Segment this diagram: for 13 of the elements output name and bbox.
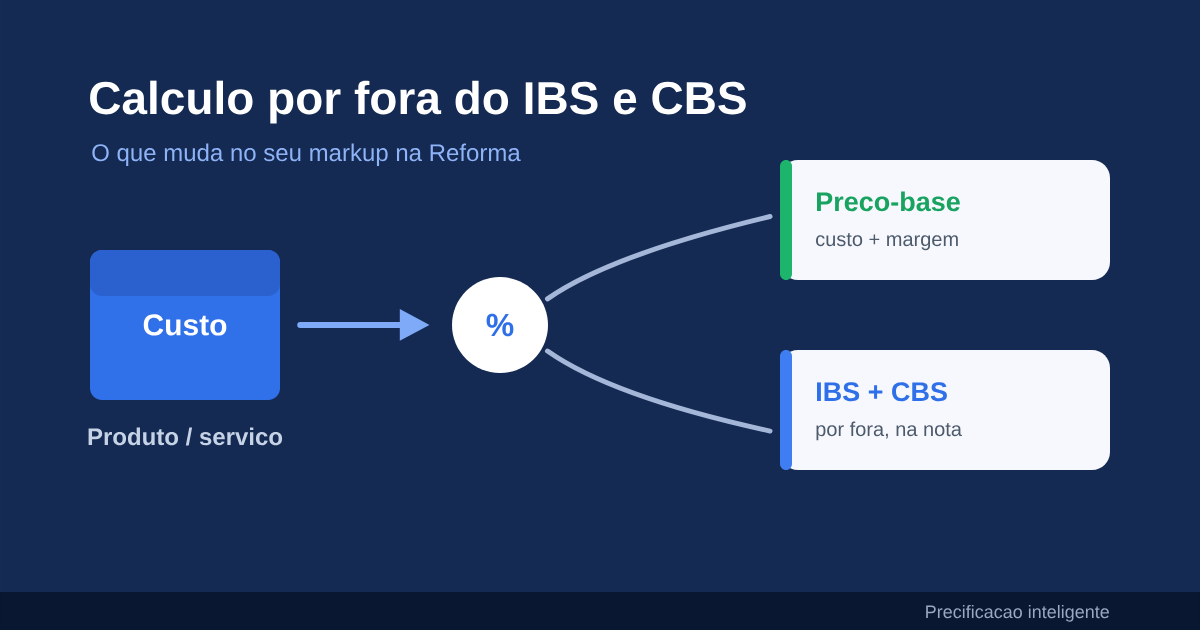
cost-box: Custo <box>90 250 280 400</box>
card-heading: IBS + CBS <box>817 382 947 402</box>
card <box>780 160 1110 280</box>
card-text: custo + margem <box>816 233 958 251</box>
card <box>780 350 1110 470</box>
card-heading: Preco-base <box>817 191 960 212</box>
title: Calculo por fora do IBS e CBS <box>90 80 746 124</box>
card-text: por fora, na nota <box>816 421 962 441</box>
caption-text: Produto / servico <box>88 427 283 446</box>
connector-line <box>544 348 773 434</box>
tagline: Precificacao inteligente <box>926 604 1109 622</box>
subtitle: O que muda no seu markup na Reforma <box>92 143 521 166</box>
connector-line <box>544 214 773 302</box>
